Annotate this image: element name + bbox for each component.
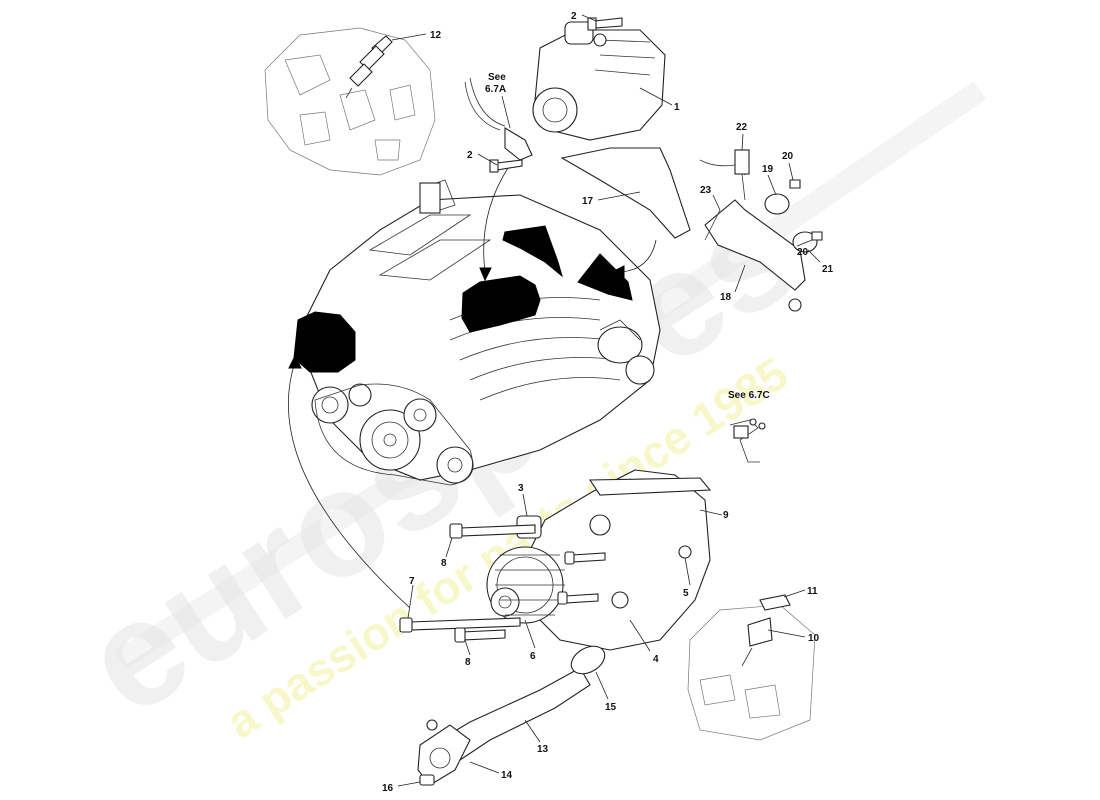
cylinder-head-sketch [264,27,436,176]
callout-3: 3 [518,483,524,494]
callout-12: 12 [430,30,442,41]
starter-cable [464,77,533,161]
callout-17: 17 [582,196,594,207]
callout-7: 7 [409,576,415,587]
callout-22: 22 [736,122,748,133]
alternator-location-mark [293,311,356,373]
starter-location-mark [461,275,541,333]
ref-see-67a-line2: 6.7A [485,84,506,95]
sensor-see-67c [729,418,766,463]
callout-13: 13 [537,744,549,755]
callout-6: 6 [530,651,536,662]
spark-plug [345,35,393,99]
location-arrows [288,167,657,609]
alternator [486,469,712,651]
bracket-location-mark [502,225,563,278]
callout-18: 18 [720,292,732,303]
callout-8-lower: 8 [465,657,471,668]
callout-9: 9 [723,510,729,521]
callout-2-mid: 2 [467,150,473,161]
starter-bolts [489,17,623,173]
callout-4: 4 [653,654,659,665]
callout-5: 5 [683,588,689,599]
callout-20-low: 20 [797,247,809,258]
callout-21: 21 [822,264,834,275]
location-highlights [293,225,633,373]
cooling-duct [417,645,606,786]
callout-20-top: 20 [782,151,794,162]
ref-see-67a-line1: See [488,72,506,83]
callout-labels: 12 2 1 2 17 22 19 20 23 20 21 18 3 9 5 4… [382,11,834,794]
callout-11: 11 [807,586,818,597]
callout-10: 10 [808,633,820,644]
callout-23: 23 [700,185,712,196]
ref-see-67c: See 6.7C [728,390,770,401]
callout-8-upper: 8 [441,558,447,569]
callout-19: 19 [762,164,774,175]
callout-16: 16 [382,783,394,794]
callout-1: 1 [674,102,680,113]
callout-15: 15 [605,702,617,713]
heat-shield [560,147,691,239]
harness-location-mark [577,253,633,301]
callout-2-top: 2 [571,11,577,22]
callout-14: 14 [501,770,513,781]
engine-block [304,179,661,486]
lower-engine-sketch [687,594,816,741]
starter-motor [532,21,666,141]
leader-lines [391,14,821,787]
alternator-bolts [399,523,606,643]
